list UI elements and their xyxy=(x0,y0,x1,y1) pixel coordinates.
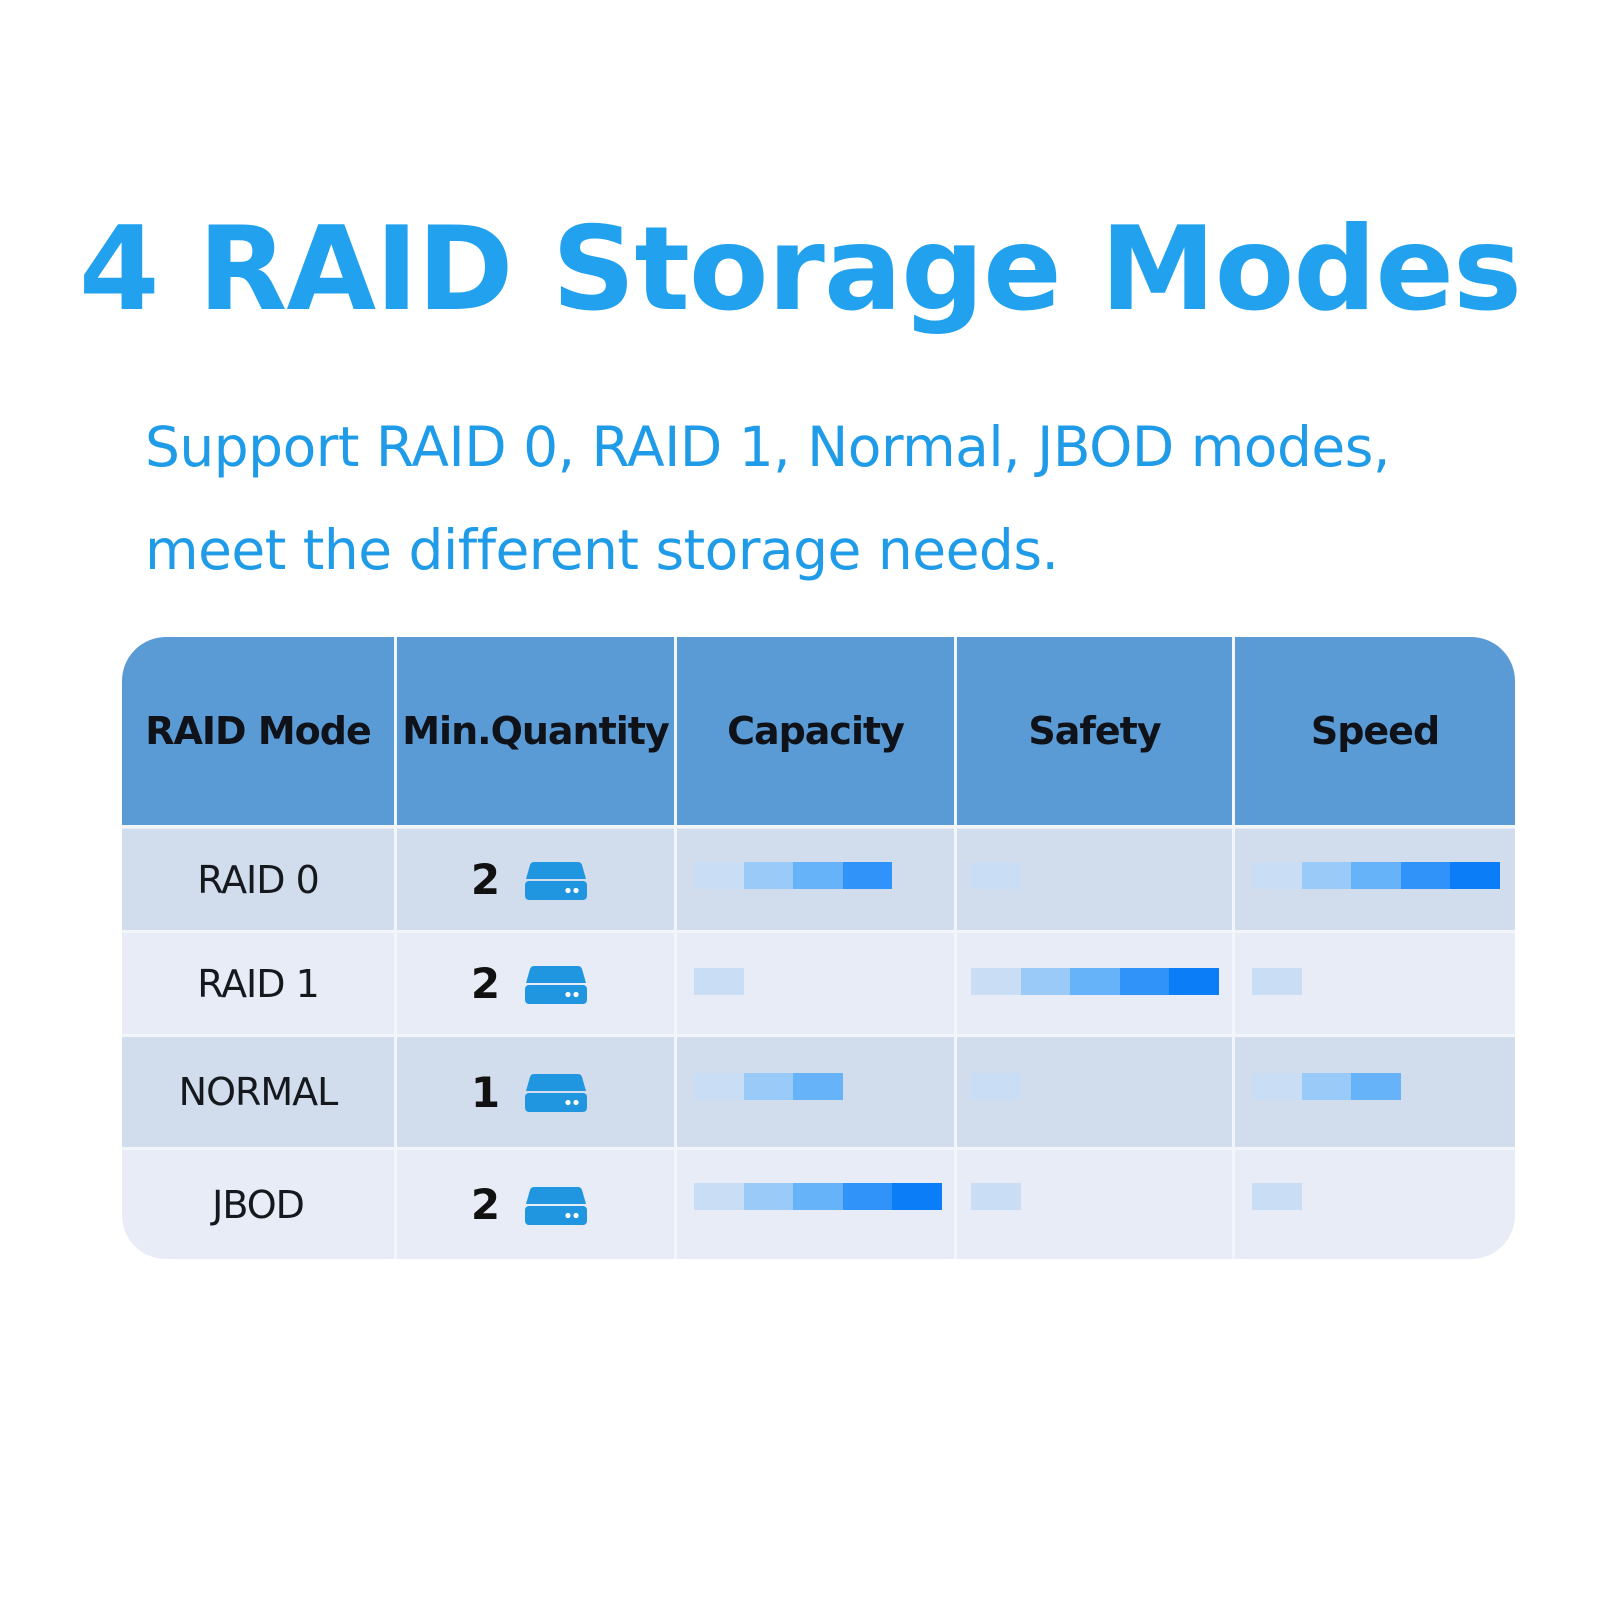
min-quantity-cell: 2 xyxy=(397,829,674,930)
column-divider xyxy=(954,637,957,1259)
level-segment xyxy=(1450,862,1500,889)
header-speed: Speed xyxy=(1310,709,1440,753)
level-segment xyxy=(971,1183,1021,1210)
level-segment xyxy=(1252,968,1302,995)
column-divider xyxy=(674,637,677,1259)
row-divider xyxy=(122,1034,1515,1037)
level-segment xyxy=(1020,968,1070,995)
level-segment xyxy=(1301,1073,1351,1100)
table-header-row: RAID Mode Min.Quantity Capacity Safety S… xyxy=(122,637,1515,825)
raid-comparison-table: RAID Mode Min.Quantity Capacity Safety S… xyxy=(122,637,1515,1259)
table-row: JBOD 2 xyxy=(122,1150,1515,1259)
row-divider xyxy=(122,930,1515,933)
speed-level-bar xyxy=(1252,1073,1401,1100)
raid-mode-label: RAID 1 xyxy=(197,961,320,1006)
safety-level-bar xyxy=(971,1183,1021,1210)
hard-drive-icon xyxy=(525,1074,588,1112)
min-quantity-value: 1 xyxy=(470,1067,501,1117)
capacity-level-bar xyxy=(694,862,892,889)
raid-mode-label: NORMAL xyxy=(178,1070,339,1114)
min-quantity-value: 2 xyxy=(470,1180,501,1229)
level-segment xyxy=(793,1073,843,1100)
raid-mode-label: RAID 0 xyxy=(197,857,320,902)
level-segment xyxy=(1400,862,1450,889)
header-capacity: Capacity xyxy=(727,709,905,753)
level-segment xyxy=(892,1183,942,1210)
table-row: NORMAL 1 xyxy=(122,1037,1515,1147)
hard-drive-icon xyxy=(525,1186,588,1225)
level-segment xyxy=(793,862,843,889)
level-segment xyxy=(743,1183,793,1210)
header-raid-mode: RAID Mode xyxy=(145,709,371,753)
level-segment xyxy=(694,1183,744,1210)
speed-level-bar xyxy=(1252,1183,1302,1210)
table-row: RAID 1 2 xyxy=(122,933,1515,1034)
capacity-level-bar xyxy=(694,1073,843,1100)
speed-level-bar xyxy=(1252,968,1302,995)
page-subtitle: Support RAID 0, RAID 1, Normal, JBOD mod… xyxy=(145,415,1390,582)
level-segment xyxy=(1252,862,1302,889)
level-segment xyxy=(971,1073,1021,1100)
level-segment xyxy=(694,1073,744,1100)
safety-level-bar xyxy=(971,1073,1021,1100)
safety-level-bar xyxy=(971,968,1219,995)
level-segment xyxy=(694,968,744,995)
level-segment xyxy=(743,1073,793,1100)
table-row: RAID 0 2 xyxy=(122,829,1515,930)
level-segment xyxy=(1070,968,1120,995)
min-quantity-cell: 2 xyxy=(397,1150,674,1259)
header-min-quantity: Min.Quantity xyxy=(402,709,670,753)
level-segment xyxy=(971,968,1021,995)
level-segment xyxy=(793,1183,843,1210)
safety-level-bar xyxy=(971,862,1021,889)
level-segment xyxy=(1169,968,1219,995)
level-segment xyxy=(694,862,744,889)
capacity-level-bar xyxy=(694,1183,942,1210)
level-segment xyxy=(842,862,892,889)
column-divider xyxy=(1232,637,1235,1259)
min-quantity-cell: 2 xyxy=(397,933,674,1034)
speed-level-bar xyxy=(1252,862,1500,889)
column-divider xyxy=(394,637,397,1259)
page-title: 4 RAID Storage Modes xyxy=(78,202,1522,337)
row-divider xyxy=(122,825,1515,828)
level-segment xyxy=(842,1183,892,1210)
raid-mode-label: JBOD xyxy=(212,1182,305,1227)
min-quantity-value: 2 xyxy=(470,855,501,904)
min-quantity-value: 2 xyxy=(470,959,501,1008)
hard-drive-icon xyxy=(525,861,588,900)
level-segment xyxy=(1351,1073,1401,1100)
hard-drive-icon xyxy=(525,965,588,1004)
level-segment xyxy=(1351,862,1401,889)
min-quantity-cell: 1 xyxy=(397,1037,674,1147)
header-safety: Safety xyxy=(1028,709,1161,753)
row-divider xyxy=(122,1147,1515,1150)
level-segment xyxy=(1301,862,1351,889)
level-segment xyxy=(971,862,1021,889)
capacity-level-bar xyxy=(694,968,744,995)
level-segment xyxy=(1119,968,1169,995)
level-segment xyxy=(1252,1073,1302,1100)
level-segment xyxy=(743,862,793,889)
level-segment xyxy=(1252,1183,1302,1210)
